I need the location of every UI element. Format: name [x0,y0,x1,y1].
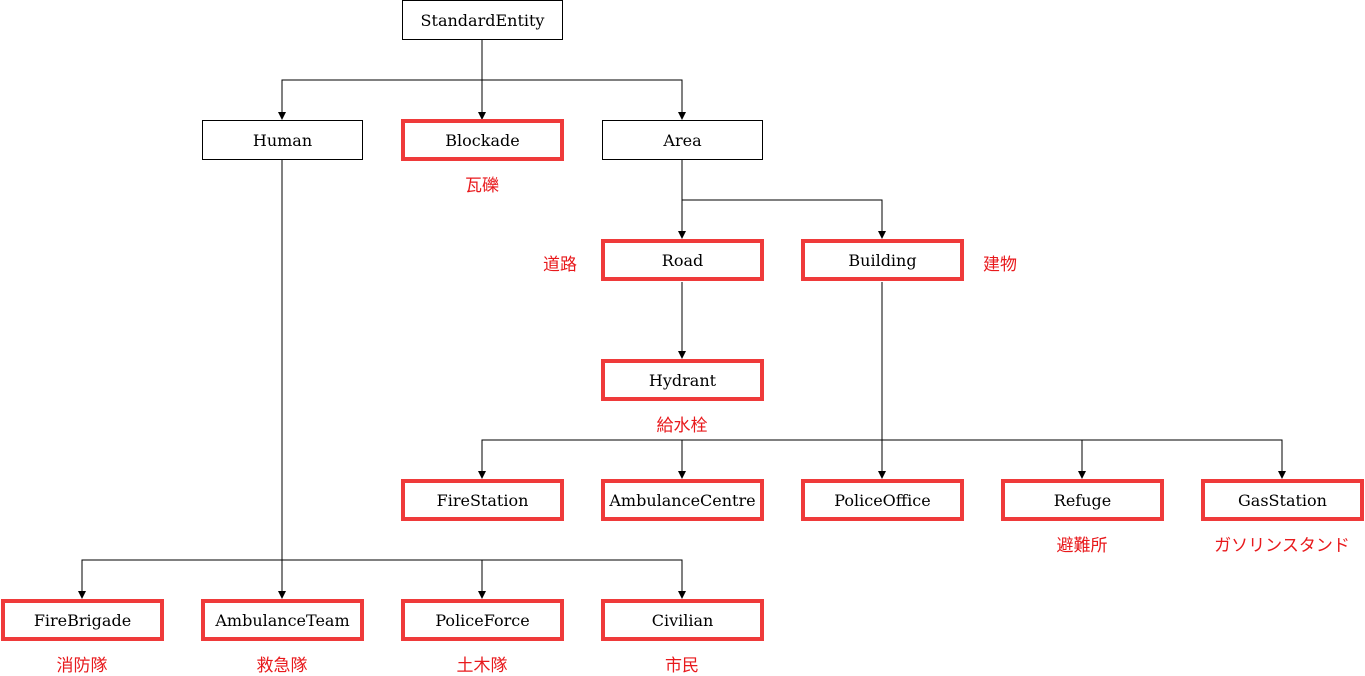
node-gas-station: GasStation [1201,479,1364,521]
label-road: 道路 [543,255,577,275]
label-refuge: 避難所 [1056,536,1108,556]
node-area: Area [602,120,763,160]
label-ambulance-team: 救急隊 [256,656,308,676]
label-civilian: 市民 [665,656,699,676]
edge-standardentity-human [278,40,483,120]
edge-building-refuge [882,439,1086,479]
node-ambulance-team: AmbulanceTeam [201,599,364,641]
label-blockade: 瓦礫 [465,176,499,196]
node-civilian: Civilian [601,599,764,641]
node-police-office: PoliceOffice [801,479,964,521]
edge-building-gasstation [1082,439,1286,479]
edge-area-building [682,199,886,239]
edge-human-civilian [482,559,686,599]
edge-standardentity-area [482,79,686,120]
node-fire-brigade: FireBrigade [1,599,164,641]
node-refuge: Refuge [1001,479,1164,521]
label-gas-station: ガソリンスタンド [1214,536,1350,556]
node-ambulance-centre: AmbulanceCentre [601,479,764,521]
node-hydrant: Hydrant [601,359,764,401]
edge-human-policeforce [282,559,486,599]
label-police-force: 土木隊 [456,656,508,676]
node-police-force: PoliceForce [401,599,564,641]
label-fire-brigade: 消防隊 [56,656,108,676]
label-building: 建物 [983,255,1017,275]
node-standard-entity: StandardEntity [402,0,563,40]
edge-building-firestation [478,439,882,479]
label-hydrant: 給水栓 [656,416,708,436]
node-fire-station: FireStation [401,479,564,521]
node-human: Human [202,120,363,160]
node-building: Building [801,239,964,281]
edge-human-firebrigade [78,559,282,599]
node-road: Road [601,239,764,281]
node-blockade: Blockade [401,119,564,161]
